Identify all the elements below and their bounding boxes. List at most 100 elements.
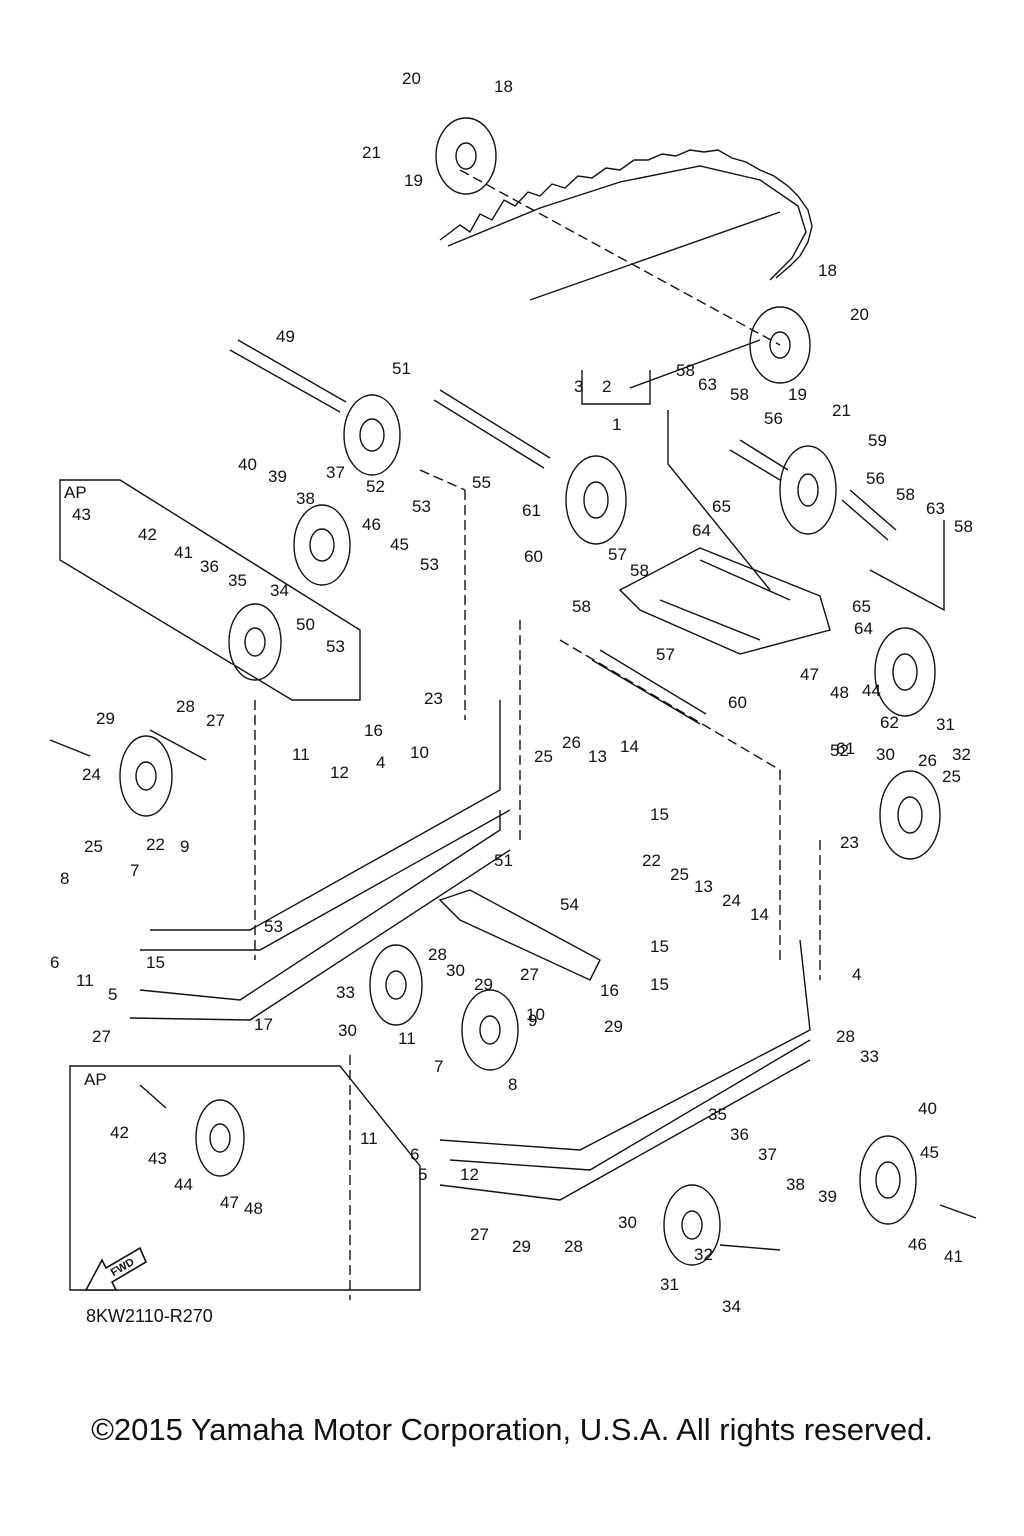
wheel-41-upper [228,603,282,681]
part-number-label: 39 [818,1187,837,1206]
track-inner [447,165,807,281]
track-lower-edge [529,211,781,301]
part-number-label: 37 [758,1145,777,1164]
wheel-51-lower [879,770,941,860]
part-number-label: 60 [524,547,543,566]
part-number-label: 11 [360,1129,378,1148]
part-number-label: 18 [818,261,837,280]
part-number-label: 8 [508,1075,517,1094]
part-number-label: 30 [876,745,895,764]
part-number-label: 57 [608,545,627,564]
part-number-label: 63 [926,499,945,518]
part-number-label: 27 [470,1225,489,1244]
part-number-label: 28 [428,945,447,964]
part-number-label: 58 [896,485,915,504]
part-number-label: 53 [412,497,431,516]
part-number-label: 25 [942,767,961,786]
part-number-label: 14 [750,905,769,924]
part-number-label: 38 [786,1175,805,1194]
part-number-label: 7 [130,861,139,880]
part-number-label: 7 [434,1057,443,1076]
part-number-label: 43 [72,505,91,524]
part-number-label: 25 [84,837,103,856]
part-number-label: 40 [238,455,257,474]
part-number-label: 8 [60,869,69,888]
part-number-label: 59 [868,431,887,450]
part-number-label: 2 [602,377,611,396]
part-number-label: 61 [522,501,541,520]
part-number-label: 4 [852,965,861,984]
diagram-linework [49,117,977,1300]
wheel-60-lower [874,627,936,717]
part-number-label: 4 [376,753,385,772]
part-number-label: 38 [296,489,315,508]
part-number-label: 60 [728,693,747,712]
part-number-label: 24 [82,765,101,784]
part-number-label: 36 [730,1125,749,1144]
part-number-label: 19 [404,171,423,190]
part-number-label: 18 [494,77,513,96]
part-number-label: 56 [764,409,783,428]
part-number-label: 13 [588,747,607,766]
part-number-label: 47 [220,1193,239,1212]
part-number-label: 30 [446,961,465,980]
track-lower-edge-2 [629,339,761,389]
part-number-label: 19 [788,385,807,404]
part-number-label: 6 [50,953,59,972]
part-number-label: 9 [528,1011,537,1030]
part-number-label: 26 [562,733,581,752]
part-number-label: 42 [138,525,157,544]
part-number-label: 33 [336,983,355,1002]
part-number-label: 36 [200,557,219,576]
part-number-label: 31 [660,1275,679,1294]
part-number-label: 64 [854,619,873,638]
part-number-label: 49 [276,327,295,346]
part-number-label: 57 [656,645,675,664]
part-number-label: 56 [866,469,885,488]
wheel-37-lower [859,1135,917,1225]
part-number-label: 25 [534,747,553,766]
part-number-label: 53 [264,917,283,936]
part-number-label: 11 [76,971,94,990]
part-number-label: 13 [694,877,713,896]
part-number-label: 24 [722,891,741,910]
bracket-left-frame [667,410,771,591]
part-number-label: 54 [560,895,579,914]
cross-shaft-17 [438,889,601,981]
part-number-label: 52 [830,741,849,760]
part-number-label: 63 [698,375,717,394]
part-number-label: 58 [730,385,749,404]
part-number-label: 17 [254,1015,273,1034]
part-number-label: 16 [600,981,619,1000]
part-number-label: 6 [410,1145,419,1164]
part-number-label: 45 [390,535,409,554]
guide-lines [254,169,821,1300]
part-number-label: 21 [362,143,381,162]
part-number-label: 53 [420,555,439,574]
part-number-label: 61 [836,739,855,758]
part-number-label: 29 [474,975,493,994]
wheel-28-upper [119,735,173,817]
part-number-label: 41 [174,543,193,562]
part-number-label: 23 [424,689,443,708]
part-number-label: 28 [176,697,195,716]
ap-label-lower: AP [84,1070,107,1089]
part-number-label: 48 [830,683,849,702]
part-number-label: 28 [836,1027,855,1046]
part-number-label: 40 [918,1099,937,1118]
part-number-label: 9 [180,837,189,856]
part-number-label: 46 [908,1235,927,1254]
part-number-label: 33 [860,1047,879,1066]
part-number-label: 35 [228,571,247,590]
part-number-label: 31 [936,715,955,734]
part-number-label: 29 [96,709,115,728]
bracket-1 [581,370,651,405]
part-number-label: 20 [850,305,869,324]
part-number-label: 29 [604,1017,623,1036]
part-number-label: 27 [92,1027,111,1046]
ap-box-upper [59,479,361,701]
part-number-label: 51 [494,851,513,870]
part-number-label: 44 [174,1175,193,1194]
